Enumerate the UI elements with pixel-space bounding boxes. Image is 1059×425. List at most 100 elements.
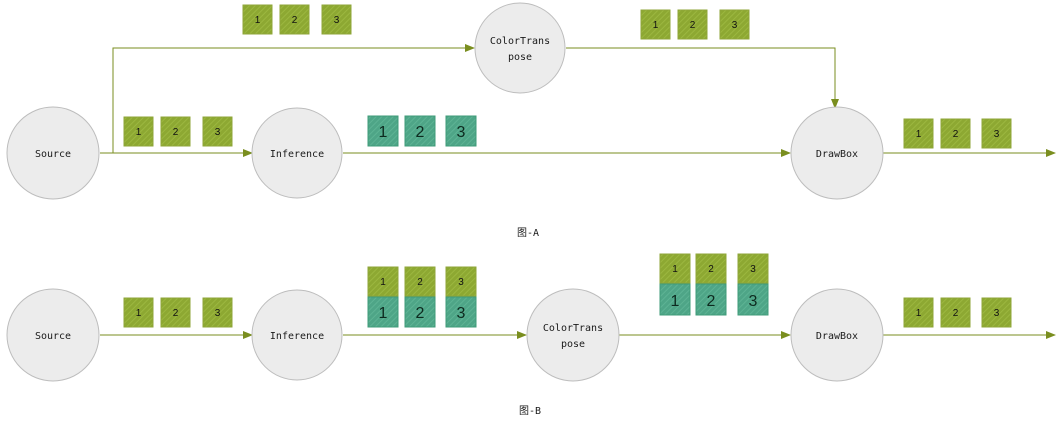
- frame-label: 2: [292, 15, 298, 26]
- frame-label: 2: [416, 124, 425, 141]
- frame-box: [445, 296, 477, 328]
- frame-label: 3: [994, 129, 1000, 140]
- frame-box: [367, 266, 399, 297]
- frame-box: [445, 266, 477, 297]
- node-b-inference: Inference: [251, 289, 343, 381]
- frame-label: 2: [953, 129, 959, 140]
- frame-box: [737, 283, 769, 316]
- frame-label: 3: [457, 305, 466, 322]
- frame-label: 3: [215, 308, 221, 319]
- frame-box: [202, 116, 233, 147]
- frame-label: 1: [379, 124, 388, 141]
- frames-a-top-left: 1 2 3: [242, 4, 352, 35]
- frame-box: [123, 297, 154, 328]
- frame-label: 3: [750, 264, 756, 275]
- frame-label: 3: [334, 15, 340, 26]
- frame-box: [737, 253, 769, 284]
- frame-label: 2: [173, 127, 179, 138]
- frame-label: 1: [380, 277, 386, 288]
- frame-label: 3: [994, 308, 1000, 319]
- frame-label: 2: [953, 308, 959, 319]
- frame-label: 1: [136, 308, 142, 319]
- frame-box: [367, 115, 399, 147]
- frame-label: 1: [672, 264, 678, 275]
- frame-label: 1: [255, 15, 261, 26]
- frames-a-top-right: 1 2 3: [640, 9, 750, 40]
- node-b-colortranspose-label-line2: pose: [561, 339, 585, 350]
- caption-b: 图-B: [519, 405, 541, 417]
- node-a-colortranspose-label-line2: pose: [508, 52, 532, 63]
- frames-b-colortranspose-out: 1 2 3 1 2 3: [659, 253, 769, 316]
- frames-b-inference-out: 1 2 3 1 2 3: [367, 266, 477, 328]
- frame-label: 2: [173, 308, 179, 319]
- frame-box: [981, 297, 1012, 328]
- node-a-drawbox-label: DrawBox: [816, 149, 858, 160]
- frame-label: 1: [136, 127, 142, 138]
- node-b-inference-label: Inference: [270, 331, 324, 342]
- frame-box: [695, 283, 727, 316]
- diagram-a: Source Inference ColorTrans pose DrawBox…: [6, 2, 1056, 239]
- frame-label: 3: [215, 127, 221, 138]
- frame-label: 3: [749, 293, 758, 310]
- frame-box: [940, 297, 971, 328]
- frame-box: [160, 116, 191, 147]
- frame-label: 2: [690, 20, 696, 31]
- frame-box: [659, 283, 691, 316]
- frame-box: [940, 118, 971, 149]
- frame-box: [242, 4, 273, 35]
- frame-box: [981, 118, 1012, 149]
- frame-label: 2: [708, 264, 714, 275]
- node-a-drawbox: DrawBox: [790, 106, 884, 200]
- node-b-drawbox-label: DrawBox: [816, 331, 858, 342]
- diagram-b: Source Inference ColorTrans pose DrawBox…: [6, 253, 1056, 417]
- node-b-source-label: Source: [35, 331, 71, 342]
- frame-box: [367, 296, 399, 328]
- frame-label: 3: [458, 277, 464, 288]
- frame-label: 3: [732, 20, 738, 31]
- frames-b-source-out: 1 2 3: [123, 297, 233, 328]
- node-a-inference-label: Inference: [270, 149, 324, 160]
- node-b-source: Source: [6, 288, 100, 382]
- frame-box: [677, 9, 708, 40]
- frame-box: [659, 253, 691, 284]
- frame-box: [404, 115, 436, 147]
- node-a-colortranspose: ColorTrans pose: [474, 2, 566, 94]
- node-b-drawbox: DrawBox: [790, 288, 884, 382]
- frame-label: 1: [653, 20, 659, 31]
- frame-box: [202, 297, 233, 328]
- node-a-source-label: Source: [35, 149, 71, 160]
- frame-box: [160, 297, 191, 328]
- frame-label: 1: [916, 308, 922, 319]
- frame-box: [123, 116, 154, 147]
- frame-box: [404, 266, 436, 297]
- caption-a: 图-A: [517, 227, 539, 239]
- frame-box: [445, 115, 477, 147]
- frame-box: [719, 9, 750, 40]
- node-a-colortranspose-label-line1: ColorTrans: [490, 36, 550, 47]
- frame-label: 1: [379, 305, 388, 322]
- node-b-colortranspose-label-line1: ColorTrans: [543, 323, 603, 334]
- frame-box: [903, 297, 934, 328]
- frame-label: 2: [707, 293, 716, 310]
- edge-a-source-colortranspose: [112, 44, 475, 153]
- node-a-source: Source: [6, 106, 100, 200]
- frame-label: 2: [416, 305, 425, 322]
- frame-box: [695, 253, 727, 284]
- frame-box: [279, 4, 310, 35]
- frame-box: [404, 296, 436, 328]
- frame-box: [640, 9, 671, 40]
- frame-label: 3: [457, 124, 466, 141]
- frames-a-drawbox-out: 1 2 3: [903, 118, 1012, 149]
- frame-box: [321, 4, 352, 35]
- node-a-inference: Inference: [251, 107, 343, 199]
- frames-b-drawbox-out: 1 2 3: [903, 297, 1012, 328]
- frame-label: 2: [417, 277, 423, 288]
- frames-a-inference-out: 1 2 3: [367, 115, 477, 147]
- node-b-colortranspose: ColorTrans pose: [526, 288, 620, 382]
- frames-a-source-out: 1 2 3: [123, 116, 233, 147]
- edge-a-colortranspose-drawbox: [566, 47, 839, 109]
- frame-label: 1: [671, 293, 680, 310]
- frame-box: [903, 118, 934, 149]
- frame-label: 1: [916, 129, 922, 140]
